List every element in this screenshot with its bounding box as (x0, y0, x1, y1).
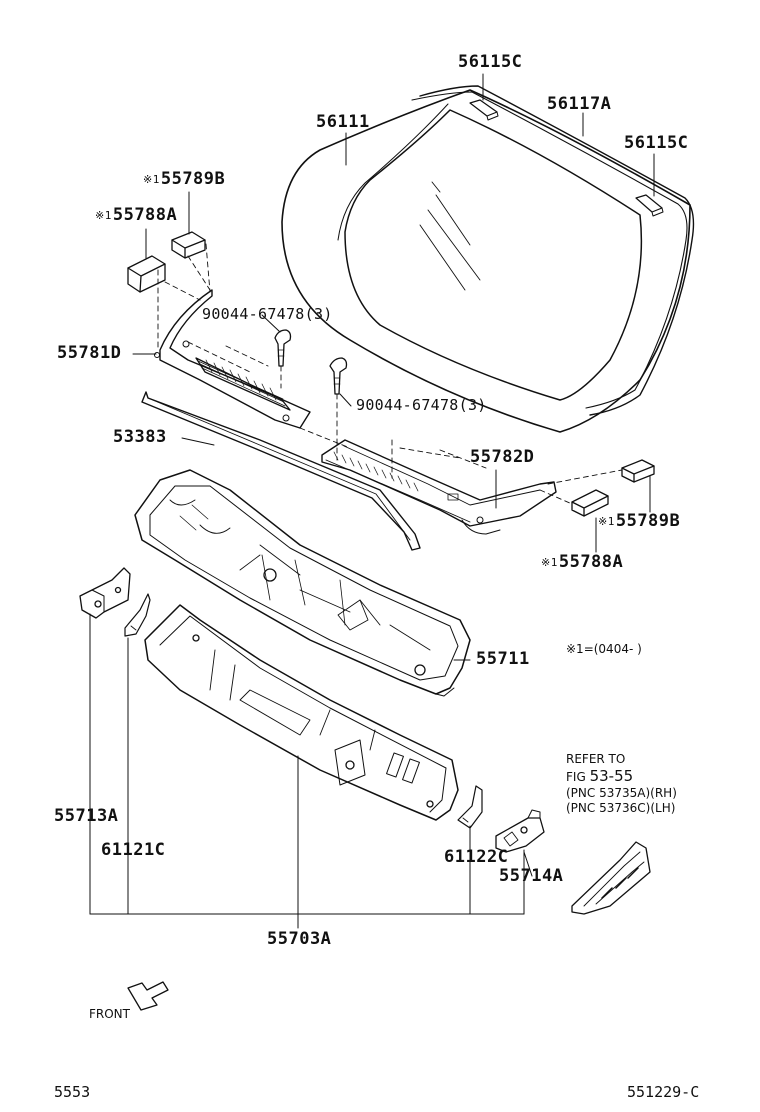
dashed-lines (157, 243, 623, 505)
leader-lines (89, 73, 655, 929)
refer-fig-value: 53-55 (589, 767, 634, 785)
label-55788a-left-text: 55788A (112, 205, 178, 225)
label-56117a: 56117A (547, 94, 612, 114)
remark-mark: ※1 (541, 556, 558, 569)
refer-fig-prefix: FIG (566, 770, 586, 784)
refer-line-1: REFER TO (566, 752, 626, 766)
front-label: FRONT (89, 1007, 130, 1021)
label-61121c: 61121C (101, 840, 166, 860)
part-55788a-left (127, 255, 166, 293)
cowl-panel-55711 (134, 469, 471, 697)
label-55711: 55711 (476, 649, 530, 669)
spacer-top (469, 99, 499, 121)
front-arrow-icon (127, 981, 169, 1011)
label-55782d: 55782D (470, 447, 535, 467)
part-55789b-right (621, 459, 655, 483)
label-55789b-left: ※155789B (143, 171, 225, 188)
label-55789b-right: ※155789B (598, 513, 680, 530)
cowl-side-panel-55703a (144, 604, 459, 821)
label-56115c-right: 56115C (624, 133, 689, 153)
label-90044-mid: 90044-67478(3) (356, 396, 487, 414)
label-55788a-right: ※155788A (541, 554, 623, 571)
label-55789b-left-text: 55789B (160, 169, 226, 189)
windshield-moulding (411, 85, 695, 416)
cowl-vent-right (321, 439, 557, 535)
weatherstrip-53383 (141, 391, 421, 551)
footer-right-code: 551229-C (627, 1083, 700, 1101)
refer-line-2: FIG 53-55 (566, 767, 677, 786)
bracket-55714a (495, 809, 545, 853)
refer-line-3: (PNC 53735A)(RH) (566, 785, 677, 800)
label-56115c-top: 56115C (458, 52, 523, 72)
label-55789b-right-text: 55789B (615, 511, 681, 531)
label-55781d: 55781D (57, 343, 122, 363)
clip-mid (329, 357, 348, 395)
label-90044-left: 90044-67478(3) (202, 305, 333, 323)
clip-left (274, 329, 292, 367)
refer-note: REFER TO FIG 53-55 (PNC 53735A)(RH) (PNC… (566, 752, 677, 816)
footnote: ※1=(0404- ) (566, 642, 642, 656)
bracket-61122c (457, 785, 483, 829)
bracket-55713a (79, 567, 131, 619)
bracket-61121c (124, 593, 151, 637)
label-56111: 56111 (316, 112, 370, 132)
label-55788a-left: ※155788A (95, 207, 177, 224)
label-55788a-right-text: 55788A (558, 552, 624, 572)
spacer-right (635, 194, 664, 217)
label-53383: 53383 (113, 427, 167, 447)
refer-panel (571, 841, 651, 915)
footer-left-code: 5553 (54, 1083, 91, 1101)
label-61122c: 61122C (444, 847, 509, 867)
label-55714a: 55714A (499, 866, 564, 886)
part-55788a-right (571, 489, 609, 517)
remark-mark: ※1 (95, 209, 112, 222)
refer-line-4: (PNC 53736C)(LH) (566, 800, 676, 815)
windshield-glass (281, 89, 691, 433)
label-55713a: 55713A (54, 806, 119, 826)
remark-mark: ※1 (143, 173, 160, 186)
remark-mark: ※1 (598, 515, 615, 528)
cowl-vent-left (154, 289, 311, 429)
label-55703a: 55703A (267, 929, 332, 949)
part-55789b-left (171, 231, 206, 259)
